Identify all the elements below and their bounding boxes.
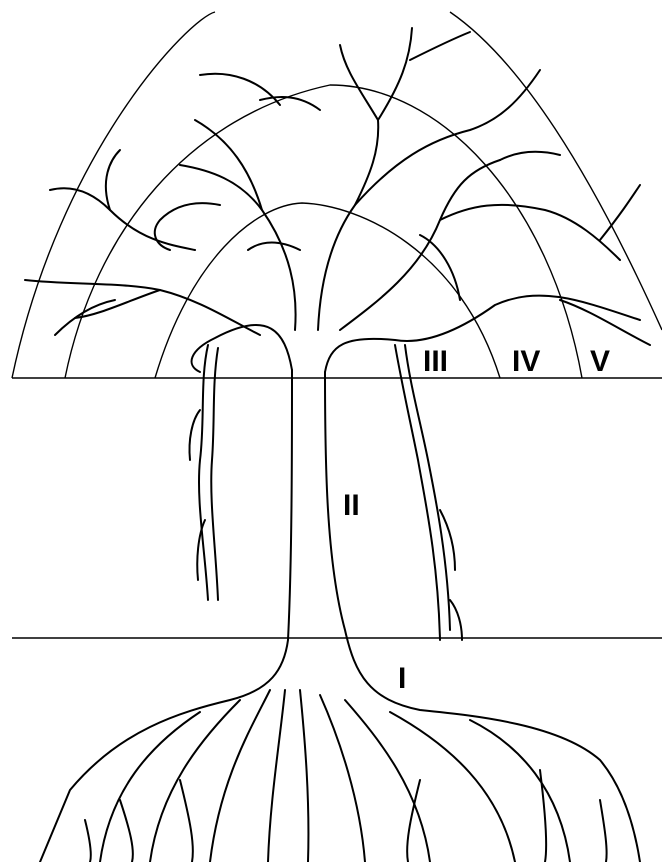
zone-arc-iv — [65, 85, 582, 378]
zone-label-ii: II — [343, 489, 360, 522]
zone-arcs — [12, 12, 662, 378]
zone-arc-v — [12, 12, 662, 378]
tree-roots — [85, 690, 607, 862]
tree-trunk — [40, 370, 640, 862]
tree-crown — [25, 28, 650, 372]
zone-label-iii: III — [423, 345, 448, 378]
zone-label-v: V — [590, 345, 610, 378]
zone-label-iv: IV — [512, 345, 540, 378]
zone-label-i: I — [398, 662, 406, 695]
